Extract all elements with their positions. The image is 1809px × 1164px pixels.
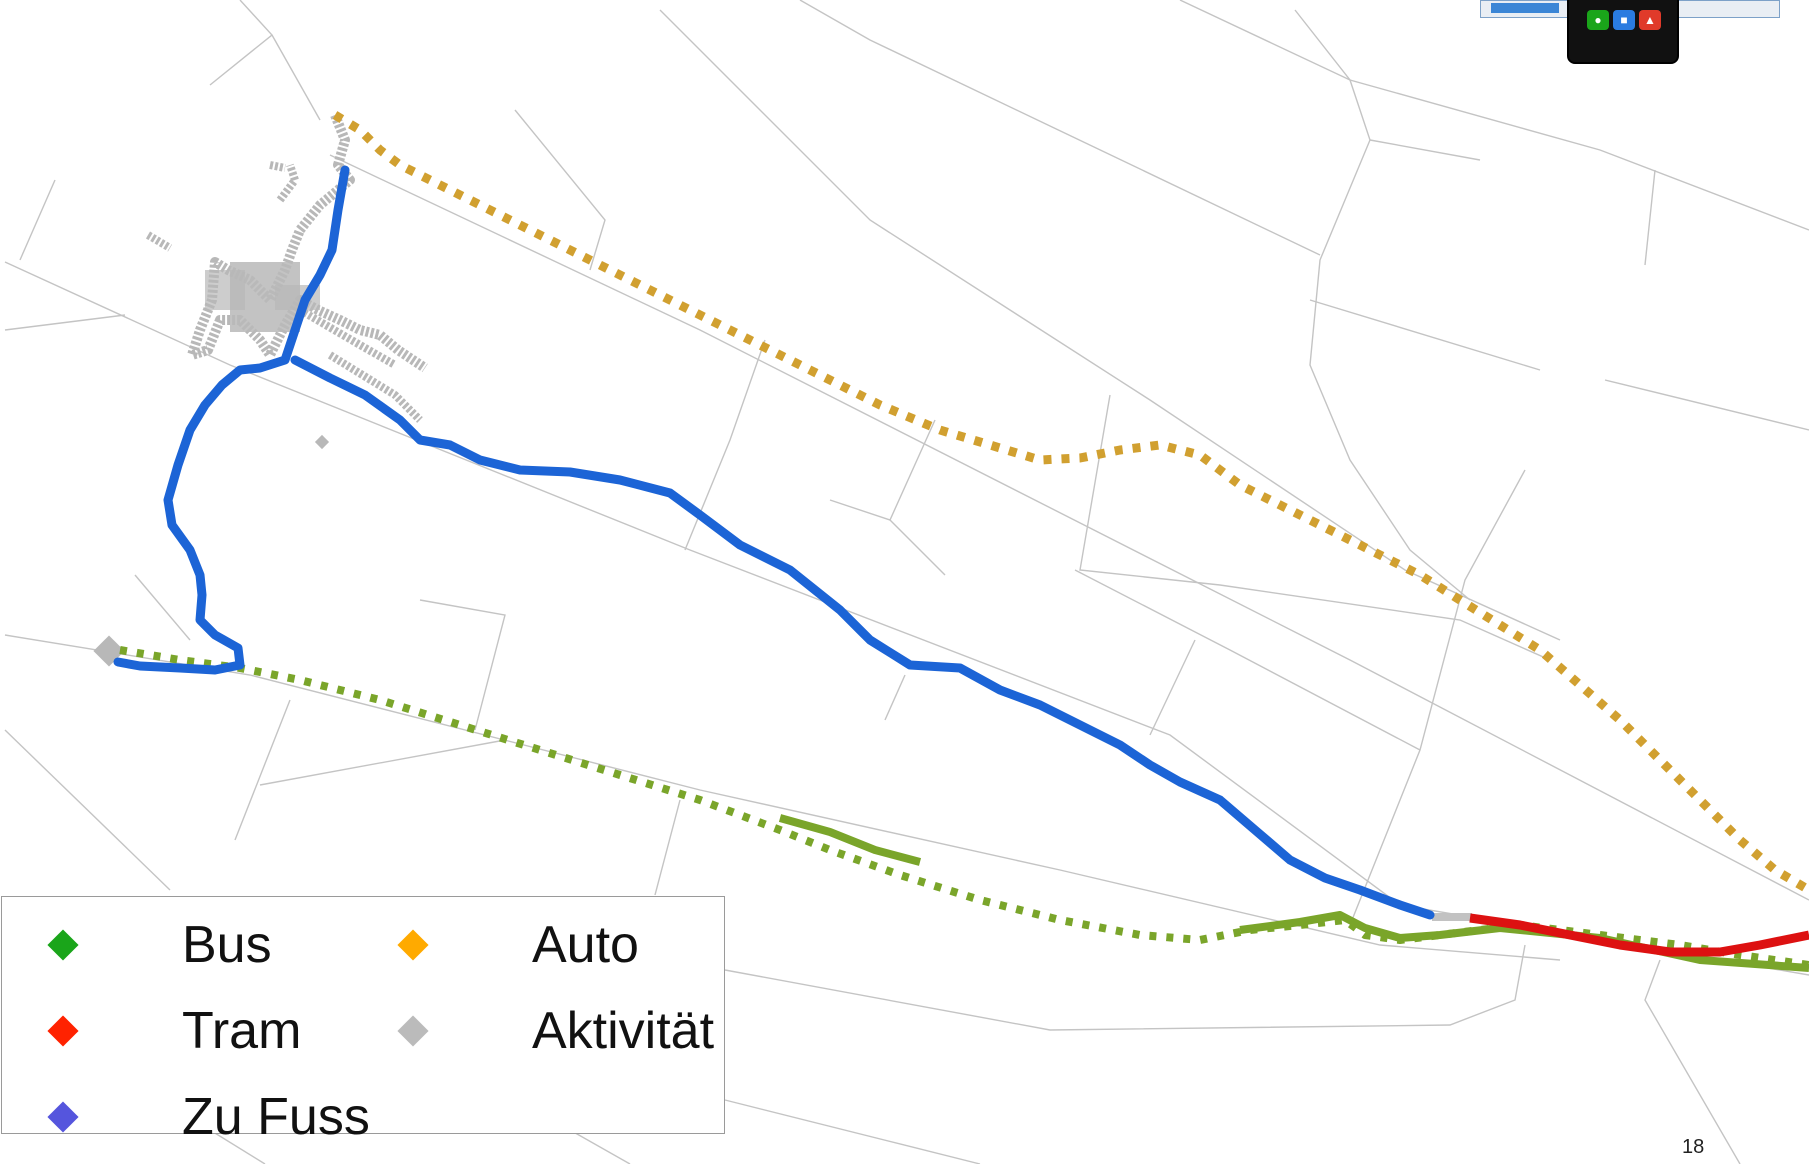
walk-track-main [290, 355, 1435, 920]
bus-icon: ■ [1613, 10, 1635, 30]
walk-marker-icon [47, 1101, 79, 1133]
legend-label-auto: Auto [532, 916, 639, 974]
bike-icon: ● [1587, 10, 1609, 30]
auto-track [332, 111, 1809, 894]
activity-marker-icon [397, 1015, 429, 1047]
tram-marker-icon [47, 1015, 79, 1047]
screen-button [1491, 3, 1559, 13]
phone-device: ● ■ ▲ [1567, 0, 1679, 64]
auto-marker-icon [397, 929, 429, 961]
car-icon: ▲ [1639, 10, 1661, 30]
legend-label-zu-fuss: Zu Fuss [182, 1088, 370, 1146]
page-number: 18 [1682, 1136, 1705, 1158]
bus-marker-icon [47, 929, 79, 961]
activity-cluster [93, 113, 1472, 921]
legend-label-tram: Tram [182, 1002, 302, 1060]
legend-label-bus: Bus [182, 916, 272, 974]
walk-track [113, 165, 350, 675]
legend-label-aktivitaet: Aktivität [532, 1002, 715, 1060]
bus-track-dense [778, 814, 922, 866]
legend: Bus Auto Tram Aktivität Zu Fuss [1, 896, 725, 1146]
tram-track [1469, 913, 1809, 957]
